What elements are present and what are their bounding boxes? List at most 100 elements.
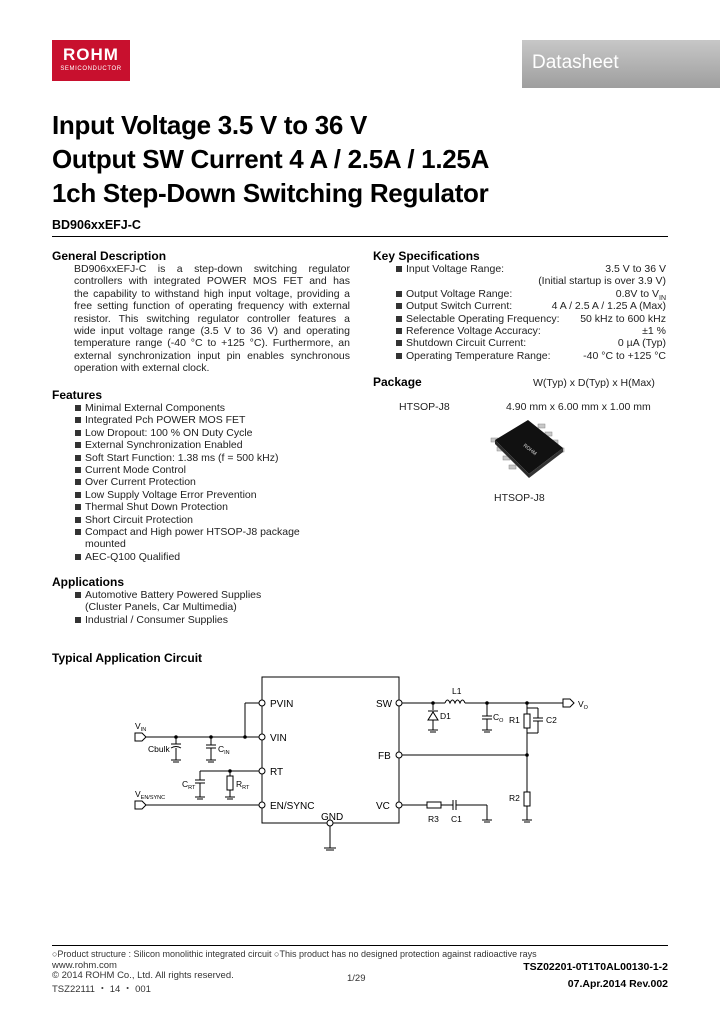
spec-label: Output Voltage Range:	[406, 287, 513, 300]
description-line: free setting function of operating frequ…	[74, 300, 350, 313]
package-dims: 4.90 mm x 6.00 mm x 1.00 mm	[506, 401, 651, 413]
feature-text: External Synchronization Enabled	[85, 439, 243, 452]
footer-rule	[52, 945, 668, 946]
spec-value-text: 3.5 V to 36 V	[605, 263, 666, 275]
feature-text: Short Circuit Protection	[85, 513, 193, 526]
feature-text: AEC-Q100 Qualified	[85, 550, 181, 563]
datasheet-banner: Datasheet	[522, 40, 720, 88]
description-line: controllers with integrated POWER MOS FE…	[74, 275, 350, 288]
spec-row: Operating Temperature Range:-40 °C to +1…	[373, 350, 666, 362]
package-section: Package W(Typ) x D(Typ) x H(Max) HTSOP-J…	[373, 375, 666, 510]
application-item: Industrial / Consumer Supplies	[73, 614, 283, 626]
feature-text: Low Supply Voltage Error Prevention	[85, 488, 257, 501]
feature-text: Thermal Shut Down Protection	[85, 501, 228, 514]
bullet-icon	[75, 592, 81, 598]
spec-value: (Initial startup is over 3.9 V)	[538, 275, 666, 287]
document-date: 07.Apr.2014 Rev.002	[567, 978, 668, 990]
bullet-icon	[396, 352, 402, 359]
svg-text:RRT: RRT	[236, 779, 250, 791]
features-heading: Features	[52, 388, 103, 402]
bullet-icon	[396, 290, 402, 297]
spec-row: Selectable Operating Frequency:50 kHz to…	[373, 313, 666, 325]
en-sync-arrow	[134, 800, 147, 810]
application-text: Industrial / Consumer Supplies	[85, 613, 228, 626]
doc-type-label: Datasheet	[532, 52, 619, 73]
spec-value: ±1 %	[642, 325, 666, 337]
spec-value: 3.5 V to 36 V	[605, 263, 666, 275]
feature-text: Current Mode Control	[85, 464, 186, 477]
pin-label-rt: RT	[270, 767, 283, 778]
svg-text:Cbulk: Cbulk	[148, 744, 170, 754]
feature-item: AEC-Q100 Qualified	[73, 551, 325, 563]
description-line: operation with external clock.	[74, 362, 210, 375]
spec-value-text: 50 kHz to 600 kHz	[580, 312, 666, 325]
svg-text:CO: CO	[493, 712, 504, 724]
feature-item: Over Current Protection	[73, 476, 325, 488]
spec-label: Reference Voltage Accuracy:	[406, 324, 541, 337]
feature-item: Soft Start Function: 1.38 ms (f = 500 kH…	[73, 452, 325, 464]
bullet-icon	[75, 529, 81, 536]
svg-text:D1: D1	[440, 711, 451, 721]
svg-text:L1: L1	[452, 686, 462, 696]
bullet-icon	[75, 491, 81, 498]
package-heading: Package	[373, 375, 422, 389]
description-line: the capability to withstand high input v…	[74, 287, 350, 300]
spec-value: 4 A / 2.5 A / 1.25 A (Max)	[552, 300, 666, 312]
feature-text: Compact and High power HTSOP-J8 package …	[85, 526, 300, 551]
spec-value: 0 µA (Typ)	[618, 337, 666, 349]
spec-value-text: -40 °C to +125 °C	[583, 349, 666, 362]
application-circuit-diagram: PVIN VIN RT EN/SYNC SW FB VC GND VIN VEN…	[134, 676, 589, 851]
bullet-icon	[75, 429, 81, 436]
spec-label: Input Voltage Range:	[406, 263, 505, 275]
pin-sw	[395, 699, 403, 707]
feature-item: Current Mode Control	[73, 464, 325, 476]
package-name: HTSOP-J8	[399, 401, 450, 413]
bullet-icon	[75, 442, 81, 449]
svg-text:R3: R3	[428, 814, 439, 824]
pin-label-vin: VIN	[270, 733, 287, 744]
spec-row: Shutdown Circuit Current:0 µA (Typ)	[373, 337, 666, 349]
title-line-3: 1ch Step-Down Switching Regulator	[52, 178, 489, 208]
general-description-text: BD906xxEFJ-C is a step-down switching re…	[52, 263, 350, 375]
feature-item: External Synchronization Enabled	[73, 439, 325, 451]
spec-row: Input Voltage Range: 3.5 V to 36 V	[373, 263, 666, 275]
application-item: Automotive Battery Powered Supplies (Clu…	[73, 589, 283, 614]
feature-item: Thermal Shut Down Protection	[73, 501, 325, 513]
pin-pvin	[258, 699, 266, 707]
page-number: 1/29	[347, 973, 366, 984]
feature-text: Integrated Pch POWER MOS FET	[85, 414, 246, 427]
svg-text:CIN: CIN	[218, 744, 230, 756]
title-rule	[52, 236, 668, 237]
package-image-caption: HTSOP-J8	[494, 492, 545, 504]
applications-section: Applications Automotive Battery Powered …	[52, 575, 352, 626]
bullet-icon	[396, 327, 402, 334]
svg-text:R1: R1	[509, 715, 520, 725]
spec-value-text: 0.8V to V	[615, 287, 659, 300]
logo-subtext: SEMICONDUCTOR	[60, 66, 122, 72]
key-specifications-heading: Key Specifications	[373, 249, 480, 263]
spec-value: 50 kHz to 600 kHz	[580, 313, 666, 325]
title-line-1: Input Voltage 3.5 V to 36 V	[52, 110, 368, 140]
general-description-section: General Description BD906xxEFJ-C is a st…	[52, 249, 350, 375]
pin-label-pvin: PVIN	[270, 699, 293, 710]
key-specifications-table: Input Voltage Range: 3.5 V to 36 V(Initia…	[373, 263, 666, 362]
package-dims-header: W(Typ) x D(Typ) x H(Max)	[533, 377, 655, 389]
footer-site: www.rohm.com	[52, 960, 117, 971]
bullet-icon	[396, 315, 402, 322]
pin-fb	[395, 751, 403, 759]
svg-text:C1: C1	[451, 814, 462, 824]
spec-value-text: 0 µA (Typ)	[617, 337, 666, 350]
bullet-icon	[75, 467, 81, 474]
bullet-icon	[75, 616, 81, 623]
footer-copyright: © 2014 ROHM Co., Ltd. All rights reserve…	[52, 970, 234, 981]
package-image: ROHM	[490, 420, 565, 478]
key-specifications-section: Key Specifications Input Voltage Range: 3…	[373, 249, 666, 362]
spec-value: -40 °C to +125 °C	[583, 350, 666, 362]
spec-row: (Initial startup is over 3.9 V)	[373, 275, 666, 287]
feature-item: Low Supply Voltage Error Prevention	[73, 489, 325, 501]
spec-value-text: ±1 %	[642, 324, 666, 337]
bullet-icon	[396, 340, 402, 347]
feature-text: Minimal External Components	[85, 402, 226, 414]
bullet-icon	[75, 504, 81, 511]
